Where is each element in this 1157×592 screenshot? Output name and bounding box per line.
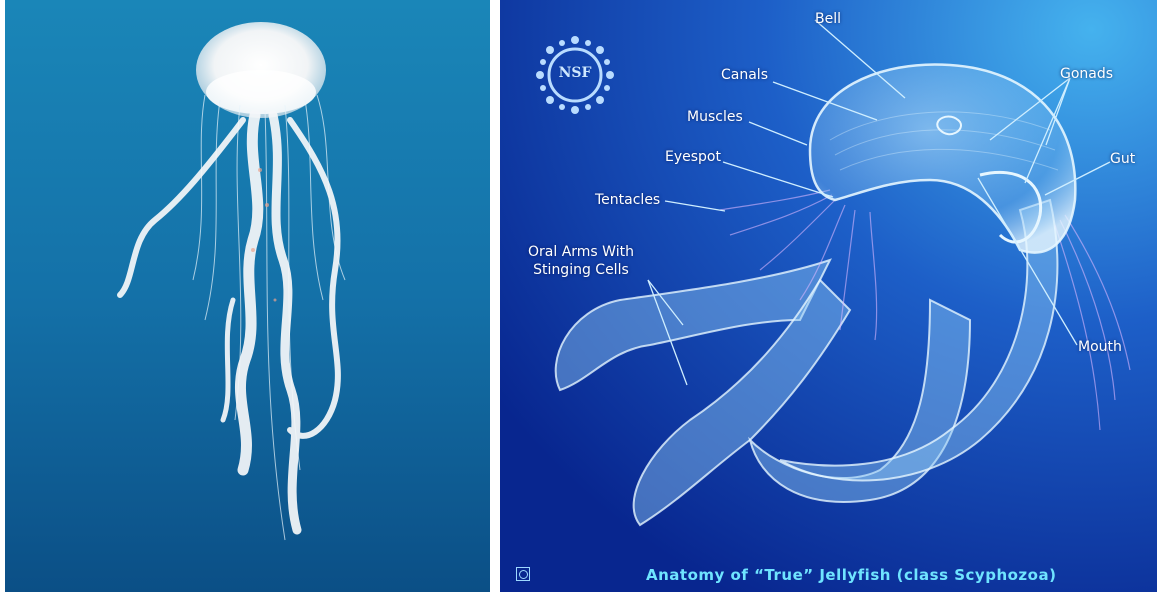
label-eyespot: Eyespot	[665, 148, 721, 166]
label-oral-arms: Oral Arms With Stinging Cells	[528, 243, 634, 279]
diagram-title: Anatomy of “True” Jellyfish (class Scyph…	[646, 566, 1056, 584]
nsf-logo-text: NSF	[550, 65, 600, 81]
artist-logo-icon	[516, 567, 530, 581]
anatomy-diagram: NSF Bell Canals Muscles Eyespot Tentacle…	[500, 0, 1157, 592]
jellyfish-photo	[5, 0, 490, 592]
label-muscles: Muscles	[687, 108, 743, 126]
jellyfish-photo-art	[5, 0, 490, 592]
anatomy-diagram-art	[500, 0, 1157, 592]
label-gonads: Gonads	[1060, 65, 1113, 83]
label-bell: Bell	[815, 10, 841, 28]
label-mouth: Mouth	[1078, 338, 1122, 356]
label-gut: Gut	[1110, 150, 1135, 168]
label-tentacles: Tentacles	[595, 191, 660, 209]
label-canals: Canals	[721, 66, 768, 84]
